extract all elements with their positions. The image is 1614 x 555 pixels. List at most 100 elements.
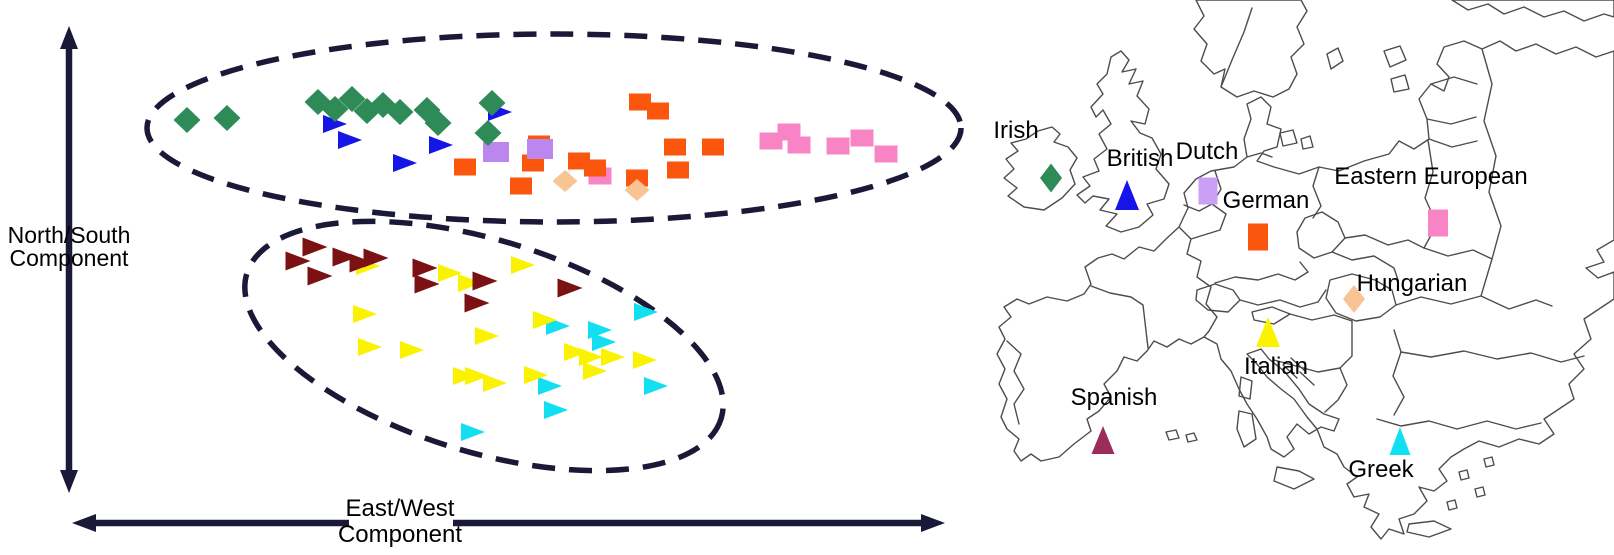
border-latvia-lithuania	[1426, 116, 1477, 125]
border-slovakia	[1331, 251, 1399, 281]
italian-scatter-point	[583, 362, 607, 380]
irish-scatter-point	[173, 107, 201, 133]
map-marker-german	[1248, 223, 1268, 251]
german-scatter-point	[667, 161, 689, 179]
map-markers	[1040, 163, 1448, 455]
italian-scatter-point	[475, 327, 499, 345]
eastern-european-scatter-point	[826, 137, 850, 155]
spanish-scatter-point	[302, 237, 328, 257]
border-germany-denmark	[1246, 152, 1273, 158]
islands-denmark	[1279, 129, 1314, 150]
italian-scatter-point	[483, 374, 507, 392]
german-scatter-point	[510, 177, 532, 195]
eastern-european-scatter-point	[759, 132, 783, 150]
border-germany-poland	[1312, 166, 1322, 219]
border-croatia	[1289, 313, 1353, 322]
series-irish	[173, 86, 506, 146]
greek-scatter-point	[461, 423, 485, 441]
british-scatter-point	[338, 131, 362, 149]
border-switzerland	[1195, 283, 1241, 313]
border-croatia-bosnia	[1273, 320, 1353, 373]
german-scatter-point	[584, 159, 606, 177]
cluster-ellipse-northern-cluster	[144, 31, 964, 225]
italian-scatter-point	[564, 343, 588, 361]
spanish-scatter-point	[332, 247, 358, 267]
german-scatter-point	[454, 158, 476, 176]
map-label-british: British	[1106, 145, 1174, 172]
border-bosnia-serbia	[1324, 367, 1348, 413]
map-marker-british	[1115, 180, 1139, 210]
italian-scatter-point	[633, 351, 657, 369]
coast-ireland	[1003, 126, 1078, 211]
greek-scatter-point	[538, 377, 562, 395]
italian-scatter-point	[438, 264, 462, 282]
map-marker-greek	[1389, 427, 1411, 455]
map-marker-italian	[1256, 317, 1280, 347]
italian-scatter-point	[400, 341, 424, 359]
italian-scatter-point	[533, 311, 557, 329]
border-estonia-latvia	[1430, 76, 1478, 85]
border-macedonia-greece	[1376, 418, 1458, 430]
german-scatter-point	[626, 169, 648, 187]
italian-scatter-point	[353, 305, 377, 323]
italian-scatter-point	[458, 274, 482, 292]
italian-scatter-point	[358, 338, 382, 356]
europe-map	[996, 0, 1614, 540]
x-axis-arrow	[72, 514, 945, 532]
islands-croatia	[1282, 357, 1315, 386]
border-belgium-germany	[1190, 203, 1227, 240]
border-norway-sweden	[1220, 7, 1253, 88]
islands-balearic	[1165, 429, 1198, 443]
islands-aegean	[1446, 456, 1495, 511]
spanish-scatter-point	[472, 271, 498, 291]
cluster-ellipses	[144, 31, 964, 474]
x-axis-label: East/West Component	[337, 495, 463, 548]
map-label-irish: Irish	[993, 117, 1039, 144]
border-bulgaria-greece	[1456, 420, 1542, 430]
map-label-hungarian: Hungarian	[1356, 270, 1468, 297]
series-spanish	[285, 237, 583, 313]
border-serbia-bulgaria	[1392, 329, 1405, 416]
border-lithuania-belarus	[1428, 138, 1478, 148]
eastern-european-scatter-point	[850, 129, 874, 147]
coast-britain	[1076, 50, 1170, 233]
spanish-scatter-point	[363, 248, 389, 268]
map-marker-hungarian	[1343, 285, 1365, 313]
irish-scatter-point	[213, 105, 241, 131]
series-eastern-european	[588, 123, 898, 185]
series-greek	[461, 303, 668, 441]
irish-scatter-point	[424, 110, 452, 136]
map-label-greek: Greek	[1348, 456, 1414, 483]
y-axis-arrow	[60, 26, 78, 493]
border-poland-south	[1344, 234, 1425, 249]
map-marker-irish	[1040, 163, 1062, 193]
hungarian-scatter-point	[624, 179, 650, 201]
border-east-vertical	[1480, 48, 1502, 297]
italian-scatter-point	[465, 367, 489, 385]
island-gotland	[1326, 47, 1344, 70]
german-scatter-point	[629, 93, 651, 111]
border-czech	[1296, 211, 1346, 259]
greek-scatter-point	[634, 303, 658, 321]
eastern-european-scatter-point	[777, 123, 801, 141]
dutch-scatter-point	[483, 142, 509, 162]
map-label-dutch: Dutch	[1175, 138, 1239, 165]
border-slovenia	[1251, 306, 1291, 325]
british-scatter-point	[323, 115, 347, 133]
border-romania-bulgaria	[1400, 350, 1585, 363]
spanish-scatter-point	[349, 253, 375, 273]
spanish-scatter-point	[285, 251, 311, 271]
island-sardinia	[1236, 410, 1257, 448]
spanish-scatter-point	[307, 266, 333, 286]
british-scatter-point	[429, 136, 453, 154]
eastern-european-scatter-point	[787, 136, 811, 154]
islands-estonia	[1383, 45, 1410, 93]
irish-scatter-point	[474, 120, 502, 146]
series-dutch	[483, 139, 553, 162]
italian-scatter-point	[579, 348, 603, 366]
border-spain-france	[1090, 285, 1149, 349]
series-italian	[353, 256, 657, 392]
spanish-scatter-point	[414, 274, 440, 294]
spanish-scatter-point	[464, 293, 490, 313]
